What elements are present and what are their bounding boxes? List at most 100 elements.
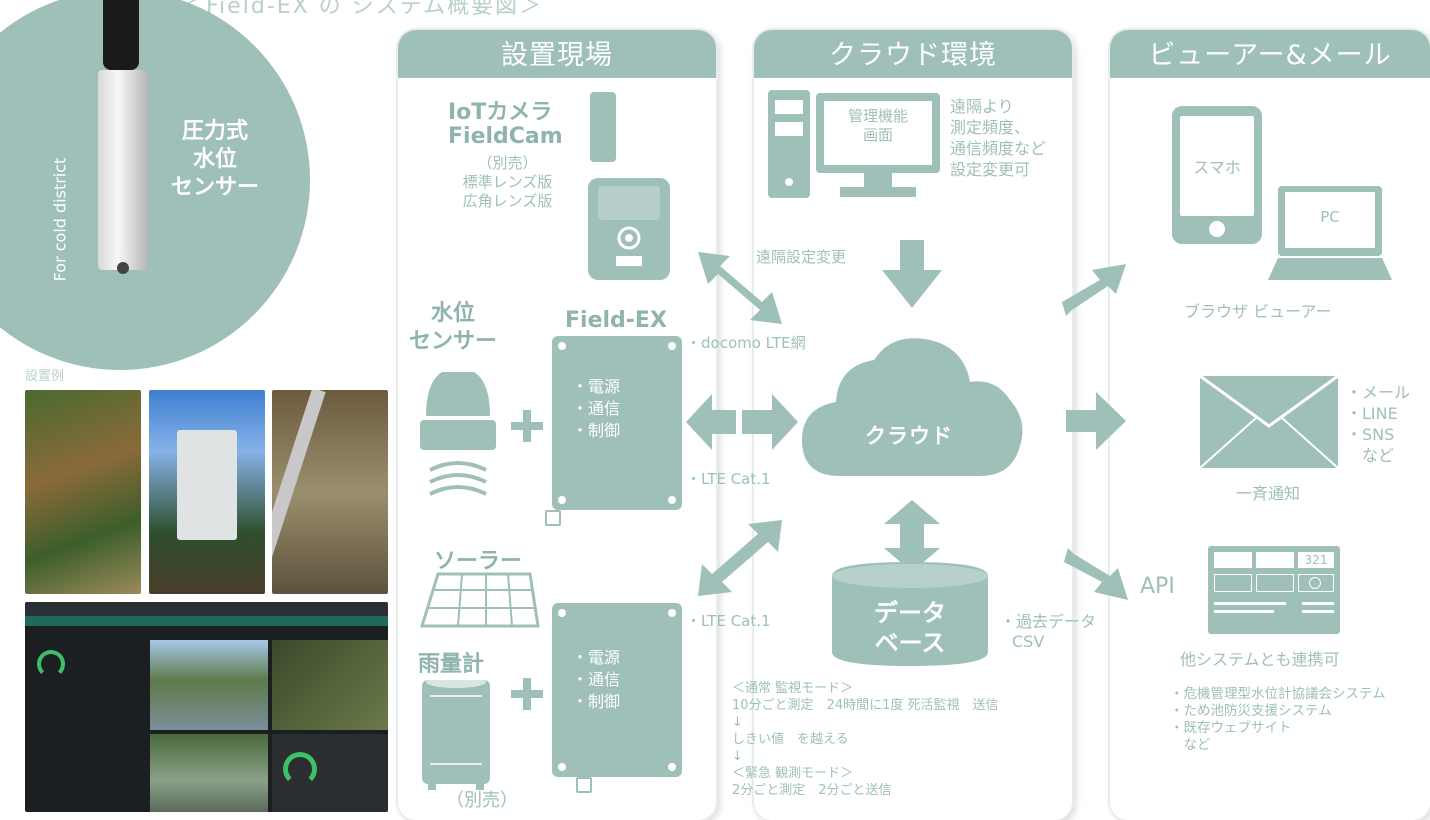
camera-sub-1: （別売） [477,154,538,172]
up-down-arrow-icon [884,500,940,572]
mode-note-5: ↓ [732,749,743,764]
water-sensor-label: 水位 センサー [408,300,498,356]
arrow-lte-2-icon [698,520,782,596]
rain-gauge-icon [422,676,490,790]
sensor-body [98,70,148,270]
camera-title-1: IoTカメラ [448,100,553,125]
mode-notes: ＜通常 監視モード＞ 10分ごと測定 24時間に1度 死活監視 送信 ↓ しきい… [732,680,999,799]
system-item-2: ・ため池防災支援システム [1170,703,1332,719]
integration-label: 他システムとも連携可 [1180,650,1340,669]
sensor-label-2: 水位 [192,147,237,172]
device1-item-2: ・通信 [572,399,621,418]
device1-connector [545,510,561,526]
database-icon [832,562,988,666]
smartphone-icon: スマホ [1172,106,1262,244]
remote-note-3: 通信頻度など [950,139,1047,158]
diagram-title: ＜Field-EX の システム概要図＞ [182,0,544,19]
fieldex-label-1: Field-EX [565,308,667,333]
rain-gauge-label: 雨量計 [418,652,485,677]
plus-icon-1 [511,410,543,442]
systems-list: ・危機管理型水位計協議会システム ・ため池防災支援システム ・既存ウェブサイト … [1170,686,1386,754]
camera-icon [588,92,670,280]
device2-item-1: ・電源 [572,648,621,667]
monitor-icon: 管理機能 画面 [816,93,940,197]
arrow-to-notify-icon [1066,392,1126,450]
sensor-tip-icon [117,262,129,274]
api-dashboard-icon: 321 [1208,546,1340,634]
laptop-icon: PC [1268,186,1392,288]
solar-label: ソーラー [434,549,523,574]
pc-label: PC [1320,208,1340,226]
example-photo-3 [272,390,388,594]
water-sensor-icon [420,372,496,496]
panel-viewer-title: ビューアー&メール [1110,30,1430,78]
sensor-cable [103,0,139,70]
past-data-1: ・過去データ [1000,612,1097,631]
system-item-3: ・既存ウェブサイト [1170,720,1292,736]
screen-label-1: 管理機能 [847,107,908,125]
smartphone-label: スマホ [1193,158,1241,177]
notify-item-3: ・SNS [1346,425,1395,444]
database-label: データ ベース [870,598,950,658]
notify-item-1: ・メール [1346,383,1411,402]
water-sensor-label-2: センサー [408,329,497,354]
camera-title-2: FieldCam [448,124,563,149]
past-data-2: CSV [1012,632,1045,651]
down-arrow-icon [882,240,942,308]
lte-label-2: ・LTE Cat.1 [686,612,771,630]
system-item-4: など [1170,737,1211,753]
solar-panel-icon [420,572,540,628]
panel-cloud-title: クラウド環境 [754,30,1072,78]
notify-list: ・メール ・LINE ・SNS など [1346,382,1410,466]
notify-item-4: など [1362,446,1395,465]
device1-item-1: ・電源 [572,377,621,396]
arrow-remote-settings-icon [698,252,782,324]
widget-number: 321 [1304,553,1328,567]
remote-note-4: 設定変更可 [950,160,1031,179]
examples-label: 設置例 [25,369,65,384]
water-sensor-label-1: 水位 [430,301,475,326]
browser-viewer-label: ブラウザ ビューアー [1184,302,1332,321]
dashboard-screenshot [25,602,388,812]
arrow-to-browser-icon [1062,264,1126,316]
example-photo-2 [149,390,265,594]
fieldex-device-2: ・電源 ・通信 ・制御 [552,603,682,777]
example-photo-1 [25,390,141,594]
cloud-label: クラウド [865,424,953,448]
remote-note: 遠隔より 測定頻度、 通信頻度など 設定変更可 [950,96,1046,180]
panel-site-title: 設置現場 [398,30,716,78]
arrow-to-api-icon [1064,548,1128,600]
envelope-icon [1199,374,1339,469]
cloud-icon [802,338,1023,476]
mode-note-6: ＜緊急 観測モード＞ [732,766,854,781]
mode-note-2: 10分ごと測定 24時間に1度 死活監視 送信 [732,698,999,713]
arrow-lte-1-icon [686,394,798,450]
server-icon [768,90,810,198]
plus-icon-2 [511,678,543,710]
notify-item-2: ・LINE [1346,404,1398,423]
fieldex-device-1: ・電源 ・通信 ・制御 [552,336,682,510]
mode-note-4: しきい値 を越える [732,732,849,747]
api-label: API [1140,574,1175,599]
sensor-label-3: センサー [170,175,259,200]
device2-item-3: ・制御 [572,692,621,711]
remote-note-1: 遠隔より [950,97,1014,116]
camera-sub-3: 広角レンズ版 [462,192,553,210]
database-label-2: ベース [874,629,946,657]
device2-item-2: ・通信 [572,670,621,689]
mode-note-1: ＜通常 監視モード＞ [732,681,854,696]
remote-settings-label: 遠隔設定変更 [756,248,847,266]
sensor-label-1: 圧力式 [181,119,248,144]
screen-label-2: 画面 [862,126,893,144]
past-data-note: ・過去データ CSV [1000,612,1096,652]
mode-note-7: 2分ごと測定 2分ごと送信 [732,783,892,798]
system-item-1: ・危機管理型水位計協議会システム [1170,686,1386,702]
sensor-circle [0,0,310,370]
remote-note-2: 測定頻度、 [950,118,1031,137]
sensor-label: 圧力式 水位 センサー [160,118,270,202]
device1-item-3: ・制御 [572,421,621,440]
broadcast-label: 一斉通知 [1236,484,1301,503]
docomo-label: ・docomo LTE網 [686,334,806,352]
sensor-side-label: For cold district [50,157,70,282]
mode-note-3: ↓ [732,715,743,730]
